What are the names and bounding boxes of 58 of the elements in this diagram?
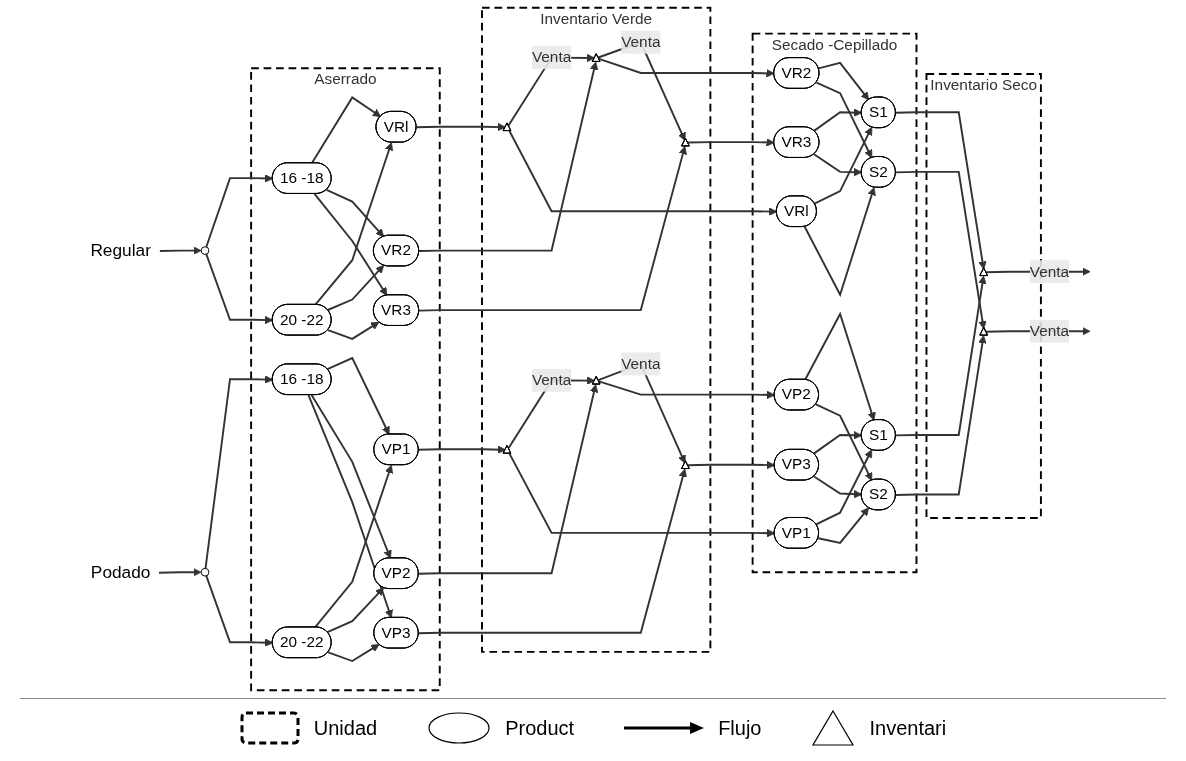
arrow xyxy=(804,311,876,421)
arrow xyxy=(894,111,987,270)
arrow xyxy=(815,81,873,159)
arrow xyxy=(326,587,384,634)
arrow xyxy=(327,321,380,340)
edge-label: Venta xyxy=(621,355,661,372)
legend-label: Inventari xyxy=(869,716,947,740)
legend-label: Flujo xyxy=(718,716,762,740)
arrow xyxy=(415,122,506,132)
arrow xyxy=(803,187,876,298)
arrow xyxy=(326,356,390,435)
arrow xyxy=(313,193,388,296)
arrow xyxy=(418,61,599,253)
arrow xyxy=(686,460,776,470)
node-circle xyxy=(200,246,210,255)
legend-label: Unidad xyxy=(313,716,378,740)
arrow xyxy=(310,394,392,559)
arrow xyxy=(598,57,775,78)
arrow xyxy=(686,138,775,147)
node-text: Regular xyxy=(90,240,151,260)
arrow xyxy=(314,464,393,629)
arrow xyxy=(894,335,987,496)
arrow xyxy=(327,644,380,663)
arrow xyxy=(813,153,863,177)
arrow xyxy=(417,468,687,635)
edge-label: Venta xyxy=(531,371,572,388)
arrow xyxy=(817,507,870,544)
arrow xyxy=(815,449,873,526)
arrow xyxy=(158,246,202,255)
arrow xyxy=(418,146,687,312)
arrow xyxy=(158,568,202,577)
arrow xyxy=(417,445,506,454)
edge-label: Venta xyxy=(1029,263,1070,280)
arrow xyxy=(205,574,274,647)
arrow xyxy=(508,452,776,538)
arrow xyxy=(598,380,776,400)
arrow xyxy=(817,61,870,101)
arrow xyxy=(417,384,599,575)
arrow xyxy=(314,142,394,306)
arrow xyxy=(815,403,873,481)
arrow xyxy=(813,108,863,132)
arrow xyxy=(205,174,274,248)
node-circle xyxy=(200,567,210,577)
node-text: Podado xyxy=(90,562,151,582)
arrow xyxy=(205,253,274,325)
arrow xyxy=(812,431,863,455)
arrow xyxy=(508,130,778,216)
edge-label: Venta xyxy=(531,48,572,66)
arrow xyxy=(813,475,863,499)
arrow xyxy=(307,394,393,619)
arrow xyxy=(813,126,873,205)
legend-label: Product xyxy=(505,716,575,740)
arrow xyxy=(894,170,987,330)
arrow xyxy=(204,375,274,570)
arrow xyxy=(894,275,987,437)
edge-label: Venta xyxy=(621,33,661,50)
arrow xyxy=(326,265,385,311)
arrow xyxy=(325,189,385,238)
